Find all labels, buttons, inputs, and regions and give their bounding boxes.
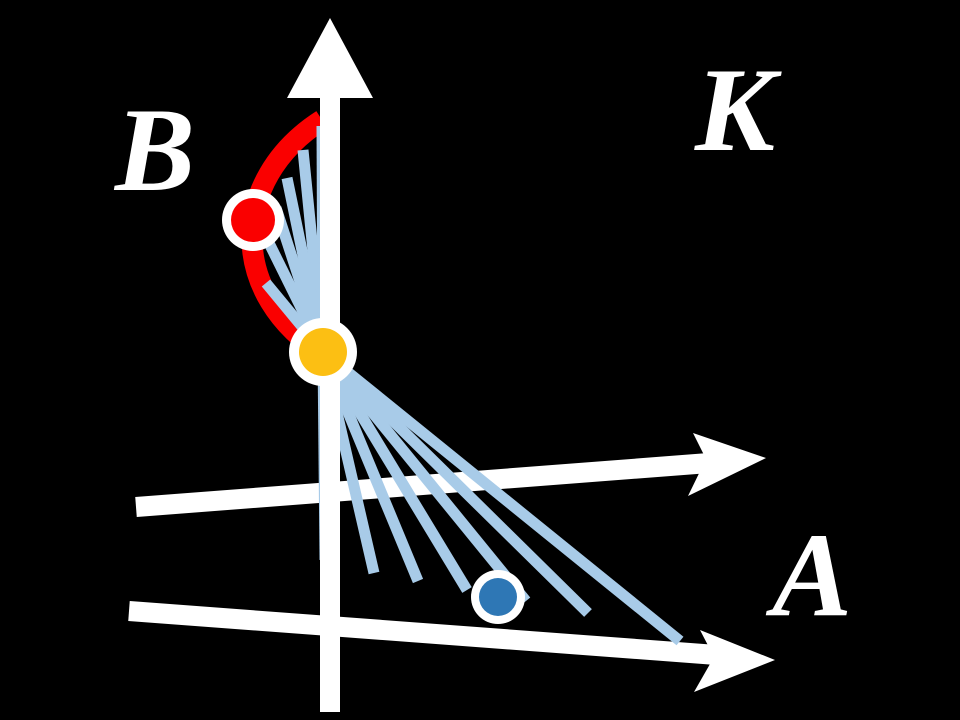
lower-axis-arrowhead bbox=[694, 630, 775, 692]
vertical-axis-K bbox=[287, 18, 373, 712]
label-A: A bbox=[765, 508, 852, 641]
ray-down-5 bbox=[319, 348, 592, 617]
upper-axis-arrowhead bbox=[688, 433, 766, 496]
lower-axis-shaft bbox=[128, 601, 731, 666]
red-node-core bbox=[231, 198, 275, 242]
nodes-group bbox=[222, 189, 525, 624]
yellow-node[interactable] bbox=[289, 318, 357, 386]
blue-node[interactable] bbox=[471, 570, 525, 624]
ray-down-3 bbox=[318, 349, 472, 593]
vertical-axis-arrowhead bbox=[287, 18, 373, 98]
yellow-node-core bbox=[299, 328, 347, 376]
ray-down-4 bbox=[318, 348, 531, 605]
label-K: K bbox=[694, 43, 782, 176]
ray-down-6 bbox=[319, 347, 684, 646]
blue-node-core bbox=[479, 578, 517, 616]
lower-axis-A bbox=[128, 601, 775, 692]
red-node[interactable] bbox=[222, 189, 284, 251]
label-B: B bbox=[113, 83, 195, 216]
